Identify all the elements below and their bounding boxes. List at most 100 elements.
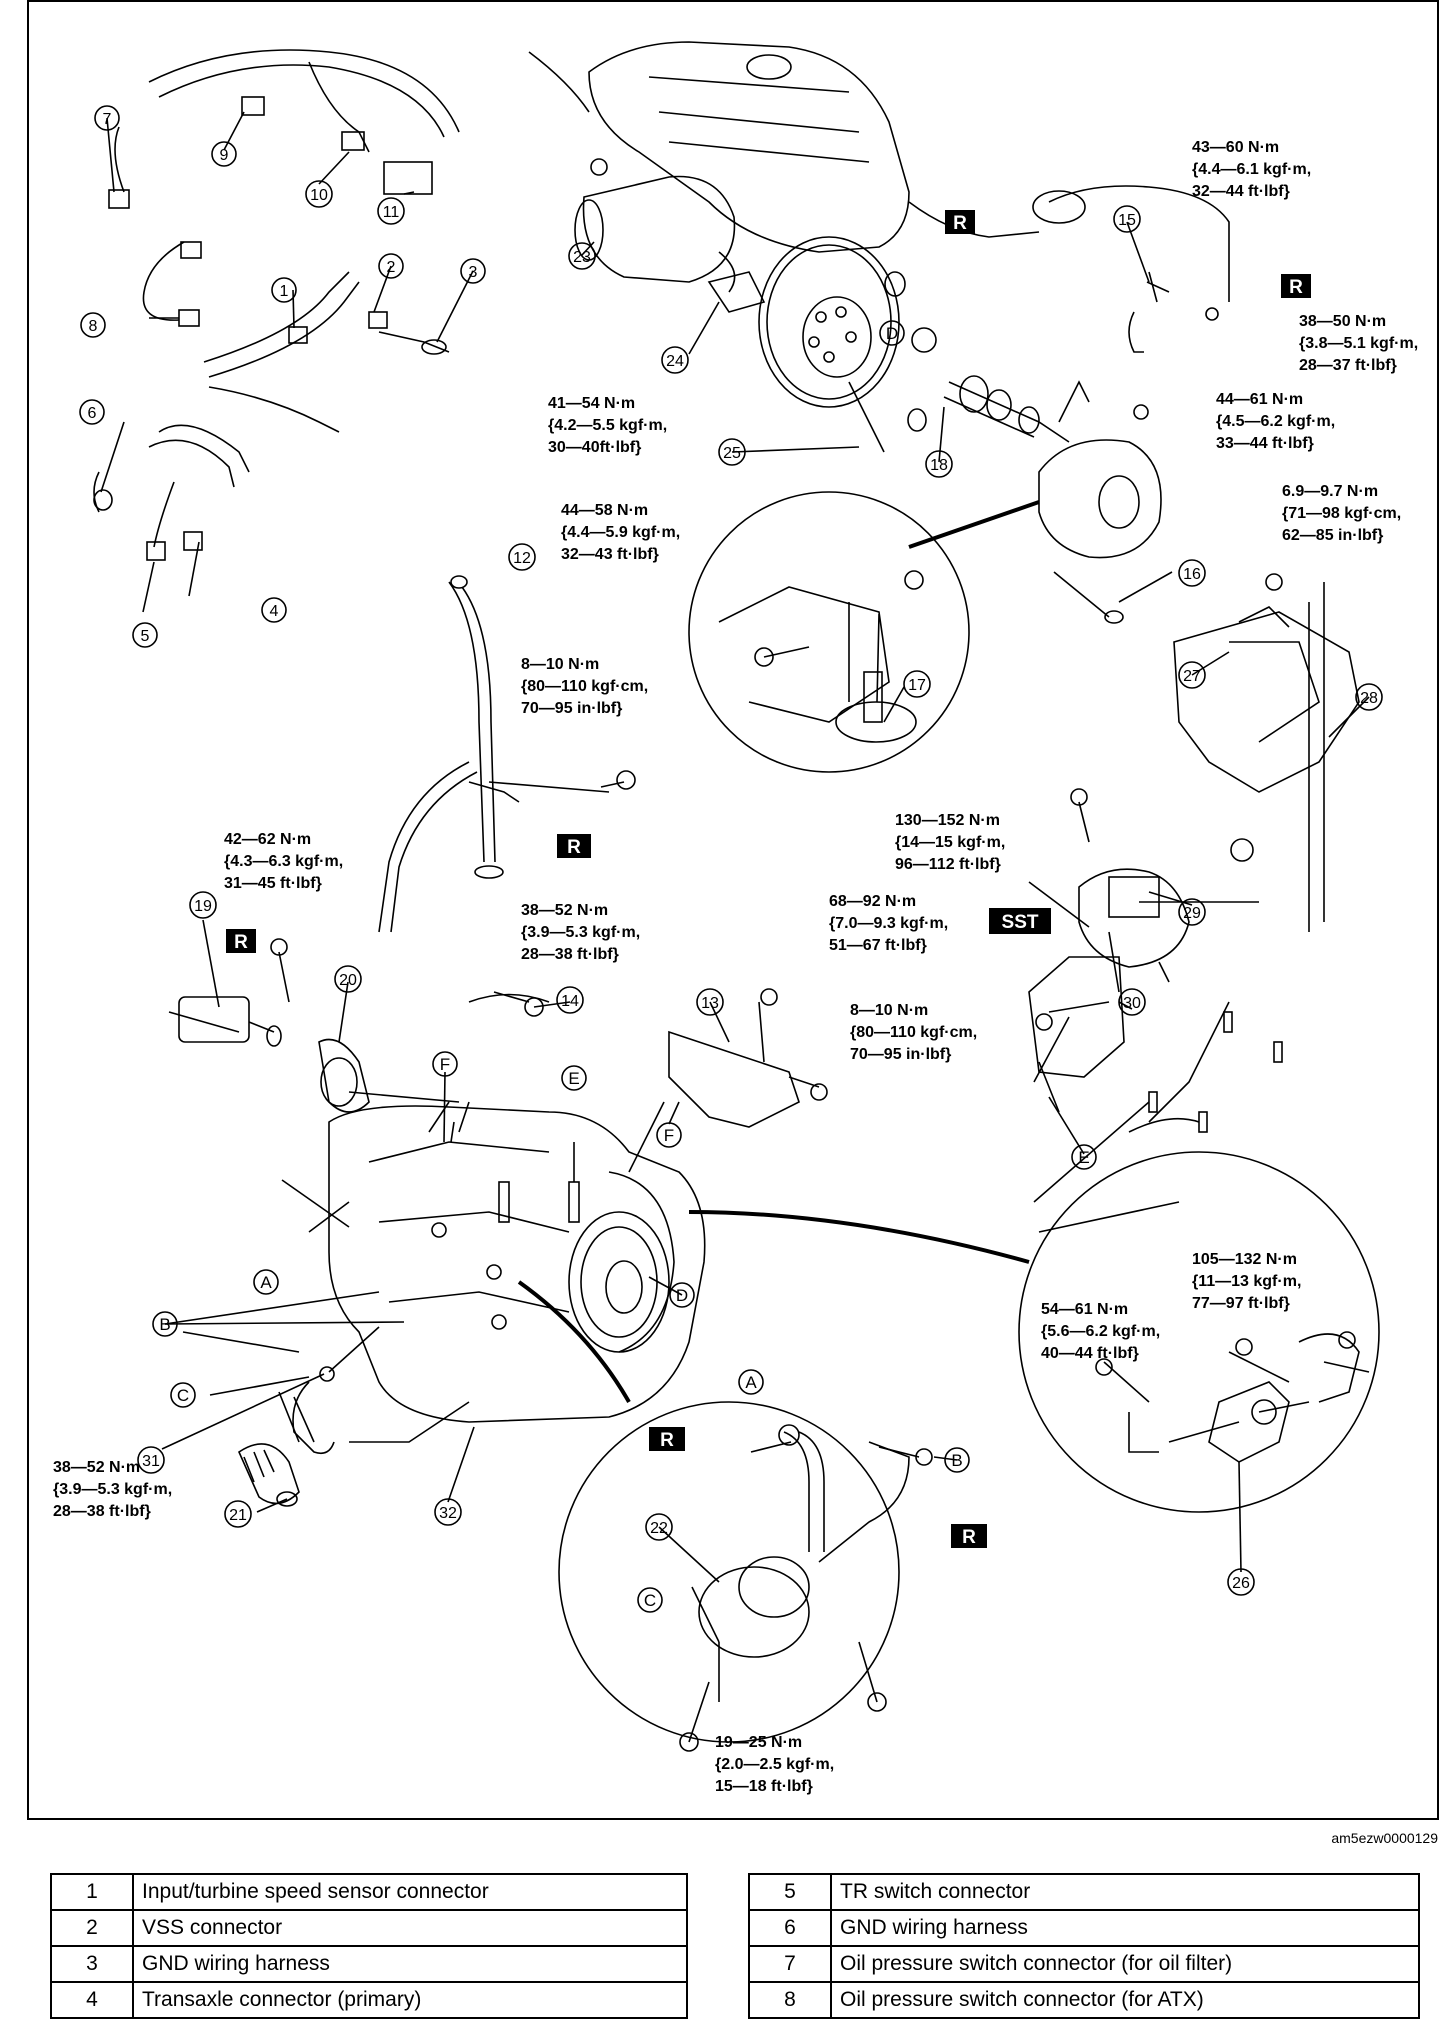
svg-text:R: R [953,213,967,234]
svg-text:R: R [660,1430,674,1451]
r-tag-1: R [945,210,975,234]
svg-text:9: 9 [220,147,229,164]
svg-text:R: R [1289,277,1303,298]
legend-row: 5 TR switch connector [748,1873,1420,1911]
torque-spec-19-25: 19—25 N·m {2.0—2.5 kgf·m, 15—18 ft·lbf} [715,1734,839,1795]
svg-text:3: 3 [469,264,478,281]
exploded-diagram: R R R R R R SST 43—60 N·m {4.4—6.1 kgf·m… [27,0,1439,1820]
legend-description: Input/turbine speed sensor connector [132,1873,688,1911]
torque-spec-68-92: 68—92 N·m {7.0—9.3 kgf·m, 51—67 ft·lbf} [829,893,953,954]
r-tag-6: R [951,1524,987,1548]
svg-text:25: 25 [723,445,741,462]
torque-spec-105-132: 105—132 N·m {11—13 kgf·m, 77—97 ft·lbf} [1192,1251,1306,1312]
legend-row: 1 Input/turbine speed sensor connector [50,1873,688,1911]
legend-description: GND wiring harness [132,1945,688,1983]
callout-1: 1 [271,277,297,303]
callout-6: 6 [79,399,105,425]
callout-22: 22 [645,1513,673,1541]
svg-text:11: 11 [383,204,400,221]
svg-text:19: 19 [194,898,212,915]
callout-16: 16 [1178,559,1206,587]
callout-3: 3 [460,258,486,284]
callout-7: 7 [94,105,120,131]
callout-19: 19 [189,891,217,919]
legend-description: GND wiring harness [830,1909,1420,1947]
letter-d-1: D [879,320,905,346]
svg-text:31: 31 [142,1453,160,1470]
svg-text:6: 6 [88,405,97,422]
callout-30: 30 [1118,988,1146,1016]
legend-row: 6 GND wiring harness [748,1909,1420,1947]
legend-number: 1 [50,1873,134,1911]
leader-lines [100,111,1370,1643]
callout-11: 11 [377,197,405,225]
svg-text:F: F [664,1126,674,1145]
svg-text:18: 18 [930,457,948,474]
torque-spec-8-10-b: 8—10 N·m {80—110 kgf·cm, 70—95 in·lbf} [850,1002,982,1063]
callout-2: 2 [378,253,404,279]
callout-29: 29 [1178,898,1206,926]
svg-text:B: B [951,1451,962,1470]
r-tag-4: R [226,929,256,953]
svg-text:22: 22 [650,1520,668,1537]
letter-f-1: F [432,1051,458,1077]
svg-text:32: 32 [439,1505,457,1522]
svg-text:15: 15 [1118,212,1136,229]
legend-description: Transaxle connector (primary) [132,1981,688,2019]
line-art [93,41,1380,1752]
torque-spec-43-60: 43—60 N·m {4.4—6.1 kgf·m, 32—44 ft·lbf} [1192,139,1316,200]
callout-32: 32 [434,1498,462,1526]
callout-4: 4 [261,597,287,623]
torque-spec-42-62: 42—62 N·m {4.3—6.3 kgf·m, 31—45 ft·lbf} [224,831,348,892]
torque-spec-130-152: 130—152 N·m {14—15 kgf·m, 96—112 ft·lbf} [895,812,1010,873]
svg-text:4: 4 [270,603,279,620]
legend-description: Oil pressure switch connector (for oil f… [830,1945,1420,1983]
legend-table-right: 5 TR switch connector 6 GND wiring harne… [748,1873,1420,2019]
svg-text:14: 14 [561,993,579,1010]
letter-a-2: A [738,1369,764,1395]
svg-text:20: 20 [339,972,357,989]
callout-21: 21 [224,1500,252,1528]
svg-text:1: 1 [280,283,289,300]
svg-text:D: D [676,1286,688,1305]
svg-text:E: E [568,1069,579,1088]
svg-text:5: 5 [141,628,150,645]
svg-text:27: 27 [1183,668,1201,685]
svg-text:SST: SST [1002,912,1039,933]
legend-number: 7 [748,1945,832,1983]
callout-9: 9 [211,141,237,167]
callout-12: 12 [508,543,536,571]
svg-text:21: 21 [229,1507,247,1524]
svg-text:23: 23 [573,249,591,266]
svg-text:13: 13 [701,995,719,1012]
r-tag-2: R [1281,274,1311,298]
svg-text:A: A [745,1373,757,1392]
svg-text:12: 12 [513,550,531,567]
callout-24: 24 [661,346,689,374]
letter-c-2: C [637,1587,663,1613]
svg-text:B: B [159,1315,170,1334]
letter-b-1: B [152,1311,178,1337]
legend-number: 4 [50,1981,134,2019]
torque-spec-44-61: 44—61 N·m {4.5—6.2 kgf·m, 33—44 ft·lbf} [1216,391,1340,452]
svg-text:29: 29 [1183,905,1201,922]
callout-15: 15 [1113,205,1141,233]
torque-spec-38-52-a: 38—52 N·m {3.9—5.3 kgf·m, 28—38 ft·lbf} [521,902,645,963]
torque-spec-44-58: 44—58 N·m {4.4—5.9 kgf·m, 32—43 ft·lbf} [561,502,685,563]
legend-table-left: 1 Input/turbine speed sensor connector 2… [50,1873,688,2019]
callout-28: 28 [1355,683,1383,711]
svg-text:8: 8 [89,318,98,335]
r-tag-5: R [649,1427,685,1451]
svg-text:24: 24 [666,353,684,370]
legend-row: 4 Transaxle connector (primary) [50,1981,688,2019]
legend-description: VSS connector [132,1909,688,1947]
torque-spec-38-50: 38—50 N·m {3.8—5.1 kgf·m, 28—37 ft·lbf} [1299,313,1423,374]
callout-14: 14 [556,986,584,1014]
sst-tag: SST [989,908,1051,934]
torque-spec-8-10-a: 8—10 N·m {80—110 kgf·cm, 70—95 in·lbf} [521,656,653,717]
callout-31: 31 [137,1446,165,1474]
torque-spec-54-61: 54—61 N·m {5.6—6.2 kgf·m, 40—44 ft·lbf} [1041,1301,1165,1362]
svg-text:7: 7 [103,111,112,128]
svg-text:R: R [567,837,581,858]
callout-20: 20 [334,965,362,993]
